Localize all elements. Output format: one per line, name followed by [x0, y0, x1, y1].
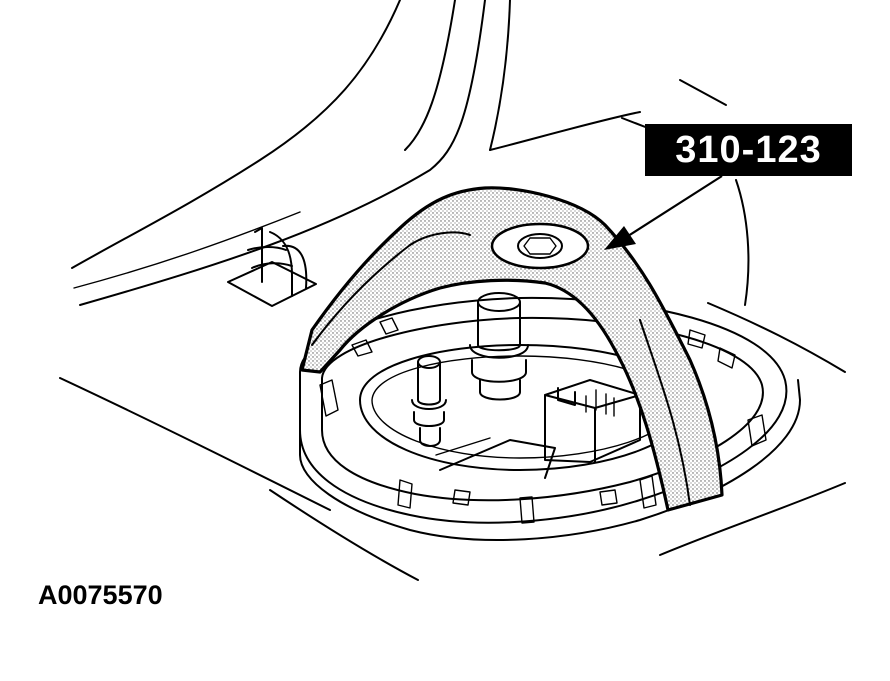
figure-id: A0075570: [38, 580, 163, 610]
tool-number-label: 310-123: [645, 124, 852, 176]
vehicle-body-lines: [59, 0, 846, 581]
fuel-line-fitting-large: [469, 292, 529, 401]
electrical-connector: [544, 379, 641, 463]
lock-ring: [299, 296, 801, 542]
callout-arrow: [604, 175, 723, 250]
spanner-tool-310-123: [300, 186, 724, 512]
retaining-clip: [227, 227, 317, 307]
fuel-line-fitting-small: [411, 355, 447, 447]
